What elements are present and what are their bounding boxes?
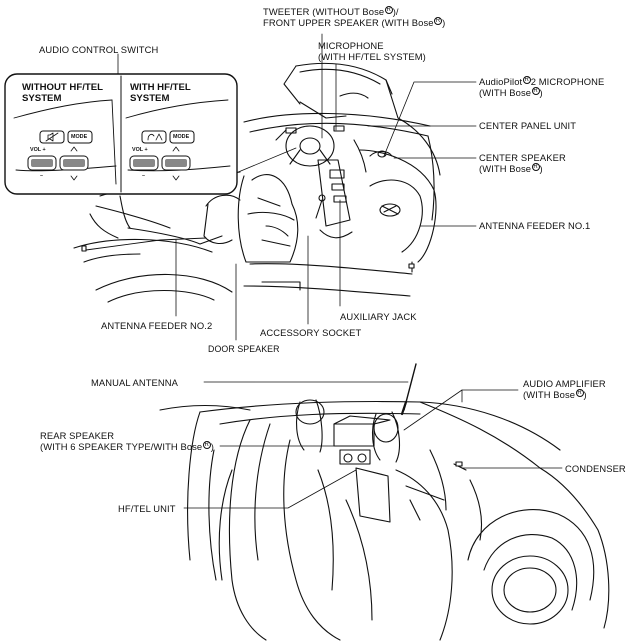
registered-mark: R xyxy=(522,76,531,84)
audiopilot-label-line2: (WITH Bose xyxy=(479,87,532,98)
rear-view-illustration xyxy=(159,363,610,641)
switch-box-right-title-line1: WITH HF/TEL xyxy=(130,82,191,93)
switch-box-right-title: WITH HF/TEL SYSTEM xyxy=(130,82,191,104)
phone-button xyxy=(141,130,167,144)
switch-box-left-title-line1: WITHOUT HF/TEL xyxy=(22,82,103,93)
audio-amplifier-label-line2: (WITH Bose xyxy=(523,389,576,400)
mode-label-left: MODE xyxy=(71,134,88,140)
center-panel-unit-label: CENTER PANEL UNIT xyxy=(479,120,577,131)
audio-amplifier-label-line1: AUDIO AMPLIFIER xyxy=(523,378,606,389)
registered-mark: R xyxy=(202,441,211,449)
center-speaker-label-line2-tail: ) xyxy=(539,163,543,174)
tweeter-label-line1-tail: )/ xyxy=(392,6,399,17)
rear-speaker-label-line1: REAR SPEAKER xyxy=(40,430,115,441)
antenna-feeder-1-label: ANTENNA FEEDER NO.1 xyxy=(479,220,591,231)
auxiliary-jack-label: AUXILIARY JACK xyxy=(340,311,417,322)
registered-mark: R xyxy=(531,87,540,95)
audiopilot-label-line1: AudioPilot xyxy=(479,76,523,87)
rear-speaker-label: REAR SPEAKER (WITH 6 SPEAKER TYPE/WITH B… xyxy=(40,430,214,452)
microphone-label-line2: (WITH HF/TEL SYSTEM) xyxy=(318,51,426,62)
mode-button-left xyxy=(67,130,93,144)
mode-button-right xyxy=(169,130,195,144)
switch-buttons-drawing xyxy=(27,130,195,181)
tweeter-label-line2: FRONT UPPER SPEAKER (WITH Bose xyxy=(263,17,434,28)
registered-mark: R xyxy=(434,17,443,25)
vol-plus-label-left: VOL + xyxy=(30,147,46,153)
cabin-view-illustration xyxy=(73,62,441,303)
switch-box-right-title-line2: SYSTEM xyxy=(130,93,170,104)
rear-speaker-label-line2: (WITH 6 SPEAKER TYPE/WITH Bose xyxy=(40,441,203,452)
registered-mark: R xyxy=(575,389,584,397)
microphone-label: MICROPHONE (WITH HF/TEL SYSTEM) xyxy=(318,40,426,62)
accessory-socket-label: ACCESSORY SOCKET xyxy=(260,327,362,338)
condenser-label: CONDENSER xyxy=(565,463,626,474)
mode-label-right: MODE xyxy=(173,134,190,140)
minus-label-left: – xyxy=(40,173,43,179)
tweeter-label-line1: TWEETER (WITHOUT Bose xyxy=(263,6,385,17)
hftel-unit-label: HF/TEL UNIT xyxy=(118,503,176,514)
tweeter-label-line2-tail: ) xyxy=(442,17,446,28)
switch-box-left-title: WITHOUT HF/TEL SYSTEM xyxy=(22,82,103,104)
manual-antenna-label: MANUAL ANTENNA xyxy=(91,377,179,388)
center-speaker-label-line1: CENTER SPEAKER xyxy=(479,152,566,163)
audiopilot-label-line1-tail: 2 MICROPHONE xyxy=(530,76,605,87)
switch-box-left-title-line2: SYSTEM xyxy=(22,93,62,104)
vol-plus-label-right: VOL + xyxy=(132,147,148,153)
center-speaker-label-line2: (WITH Bose xyxy=(479,163,532,174)
registered-mark: R xyxy=(531,163,540,171)
audio-amplifier-label-line2-tail: ) xyxy=(583,389,587,400)
antenna-feeder-2-label: ANTENNA FEEDER NO.2 xyxy=(101,320,213,331)
rear-speaker-label-line2-tail: ) xyxy=(210,441,214,452)
registered-mark: R xyxy=(384,6,393,14)
bottom-leader-lines xyxy=(183,381,563,509)
audio-control-switch-label: AUDIO CONTROL SWITCH xyxy=(39,44,159,55)
minus-label-right: – xyxy=(142,173,145,179)
microphone-label-line1: MICROPHONE xyxy=(318,40,384,51)
door-speaker-label: DOOR SPEAKER xyxy=(208,344,280,354)
audiopilot-label-line2-tail: ) xyxy=(539,87,543,98)
